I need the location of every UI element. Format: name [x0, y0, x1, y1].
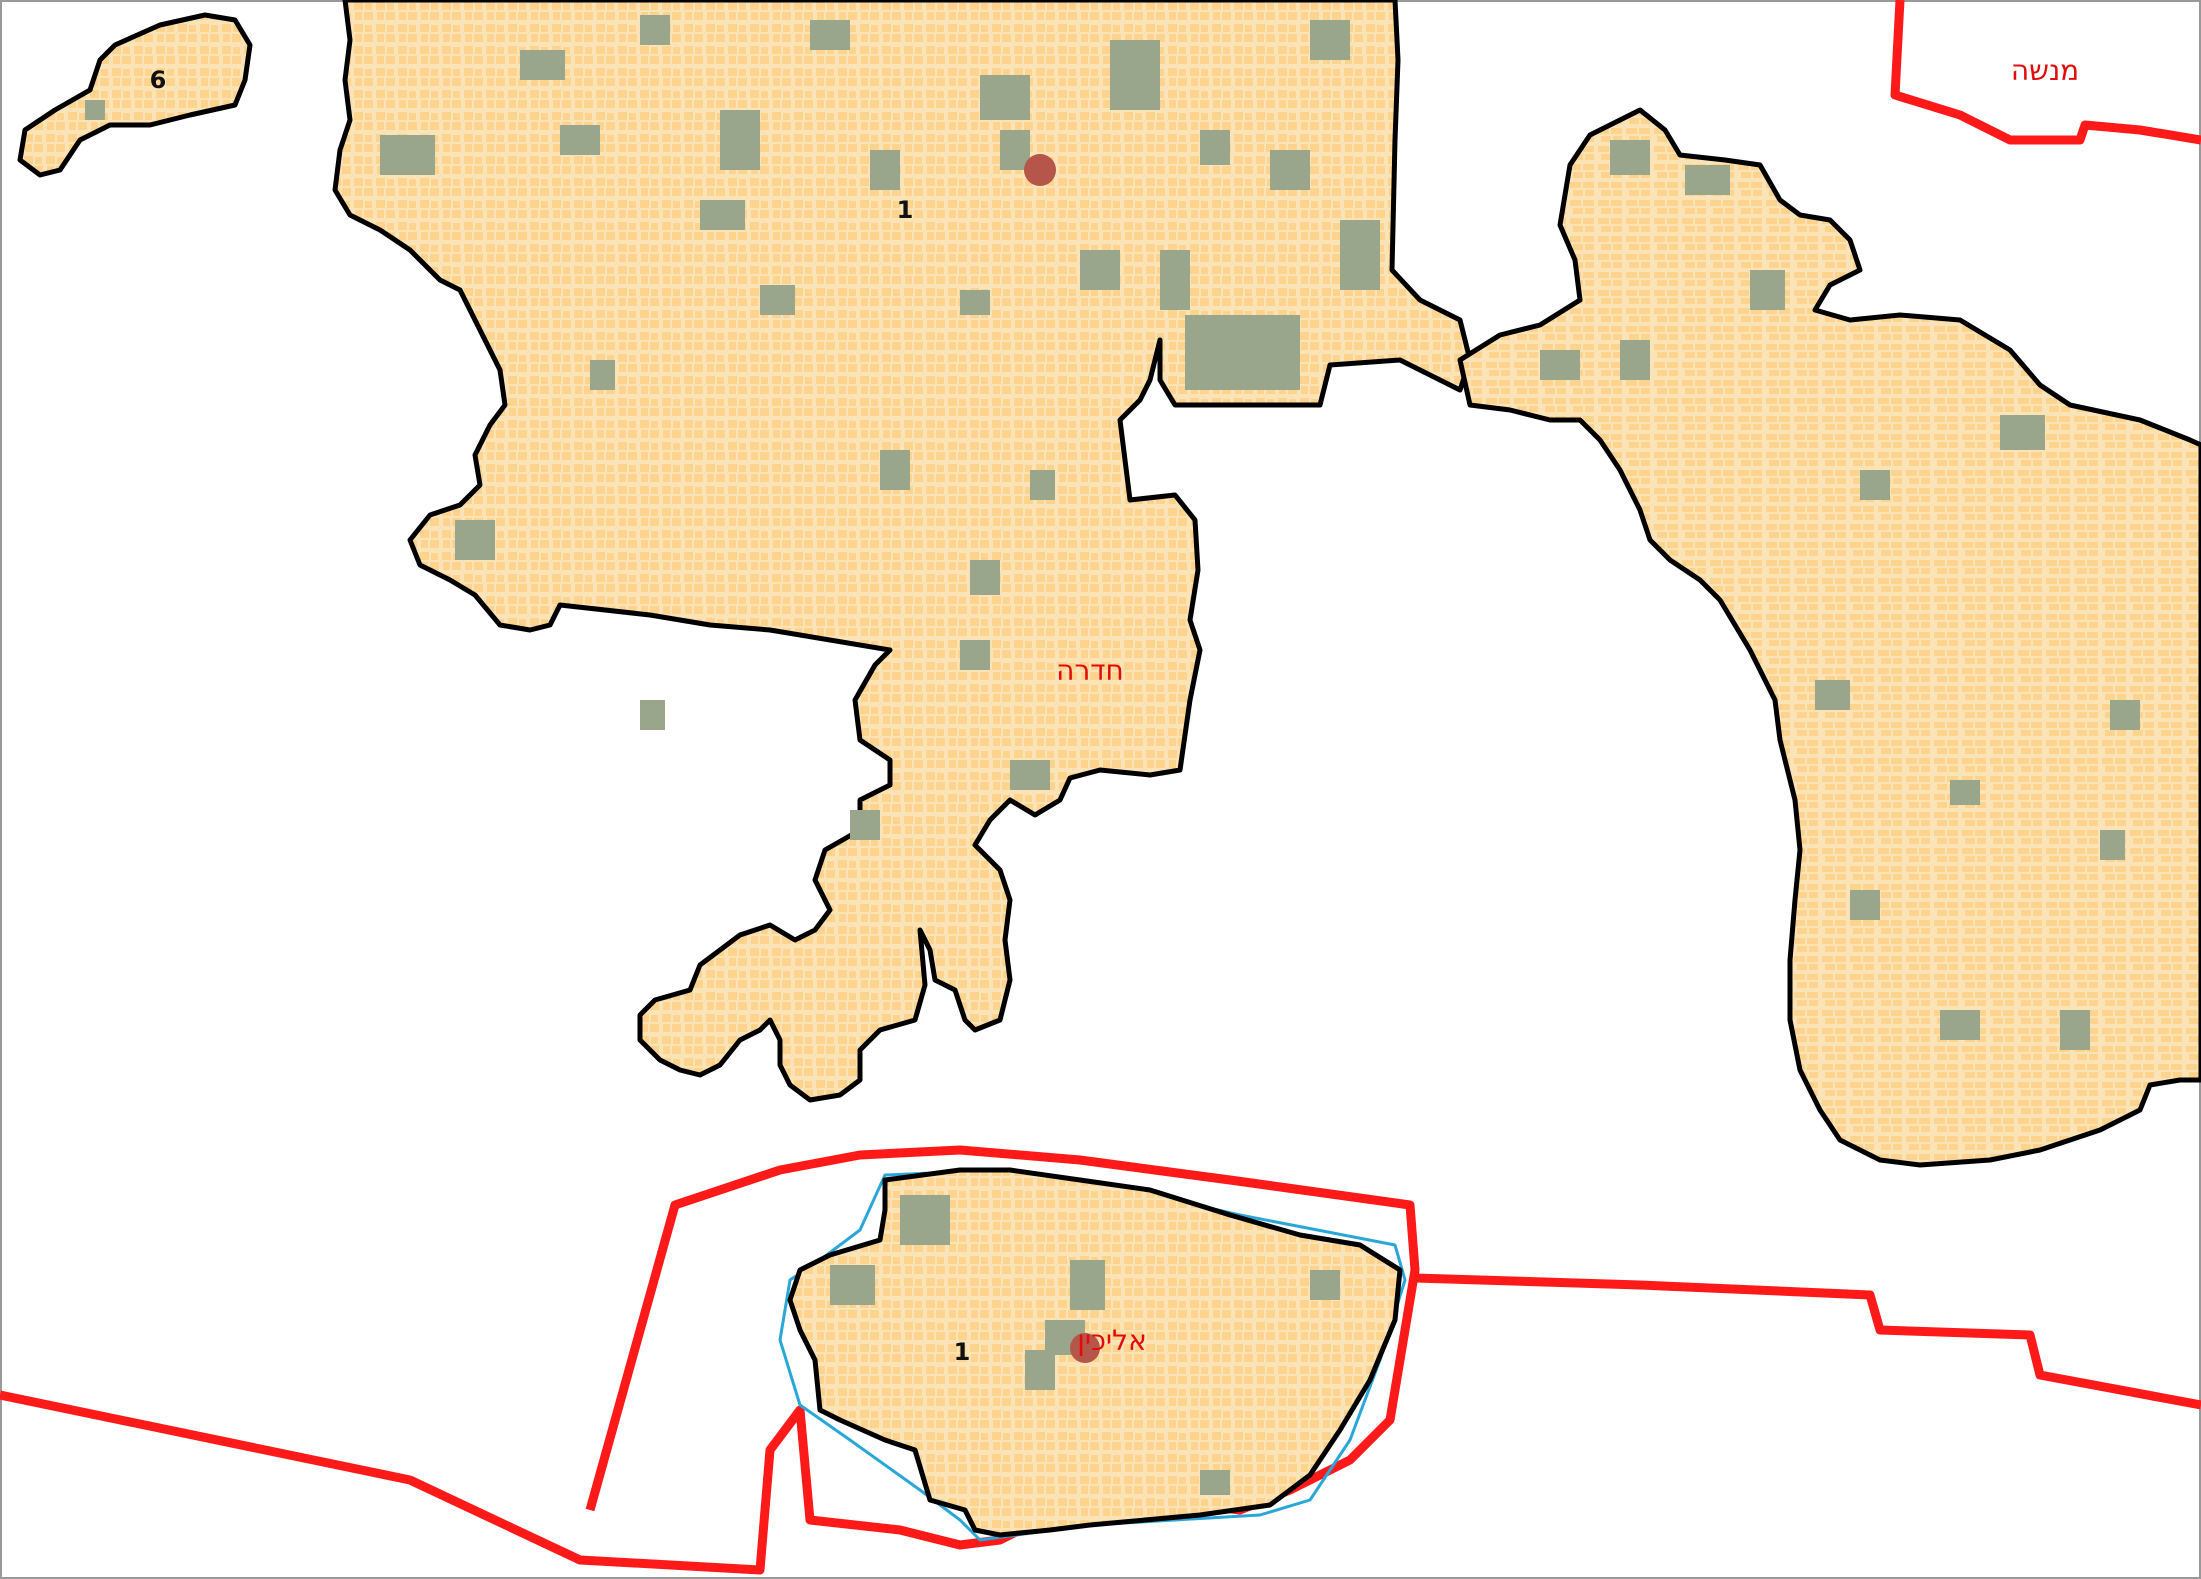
- elyakhin-public-buildings: [830, 1195, 1340, 1495]
- east-urban-area[interactable]: [1457, 107, 2201, 1168]
- northwest-zone-label: 6: [150, 66, 167, 94]
- regional-boundary-south: [1414, 1273, 2201, 1410]
- elyakhin-point-marker[interactable]: [1070, 1333, 1100, 1363]
- hadera-place-label: חדרה: [1056, 654, 1124, 687]
- hadera-zone-label: 1: [897, 196, 914, 224]
- hadera-point-marker[interactable]: [1024, 154, 1056, 186]
- northwest-public-building: [85, 100, 105, 120]
- east-buffer-outline: [1457, 107, 2201, 1168]
- elyakhin-place-label: אליכין: [1077, 1324, 1147, 1357]
- menashe-place-label: מנשה: [2011, 54, 2079, 87]
- hadera-public-buildings: [380, 15, 1380, 840]
- northwest-cluster[interactable]: [17, 12, 253, 178]
- hadera-urban-area[interactable]: [332, 0, 1473, 1103]
- east-public-buildings: [1540, 140, 2140, 1050]
- elyakhin-zone-label: 1: [954, 1338, 971, 1366]
- elyakhin-urban-area[interactable]: [778, 1167, 1407, 1542]
- northwest-buffer-outline: [17, 12, 253, 178]
- regional-boundary-northeast: [1890, 0, 2201, 145]
